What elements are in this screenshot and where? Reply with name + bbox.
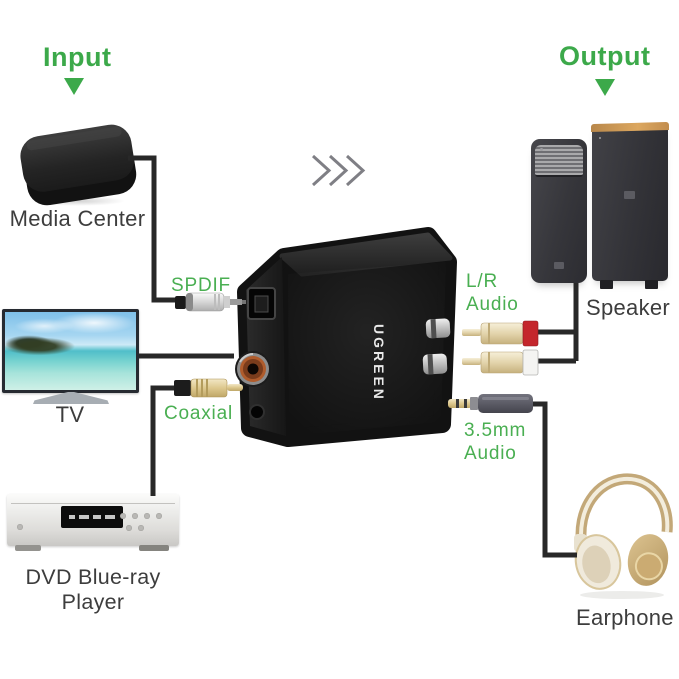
speaker-foot: [645, 280, 658, 289]
cable-rca-to-speaker: [538, 283, 579, 364]
lr-audio-line1: L/R: [466, 271, 498, 292]
optical-port: [247, 287, 276, 320]
media-center-device: [20, 124, 137, 206]
converter-brand-text: UGREEN: [371, 324, 387, 402]
dvd-player-device: [7, 494, 179, 551]
35mm-audio-line1: 3.5mm: [464, 420, 527, 441]
spdif-label: SPDIF: [171, 275, 231, 296]
dvd-display: [61, 506, 123, 528]
cable-coaxial-to-dvd: [150, 385, 176, 496]
media-center-shadow: [30, 196, 125, 206]
rca-output-socket: [422, 353, 448, 375]
cable-35mm-to-earphone: [531, 401, 577, 558]
speaker-foot: [600, 280, 613, 289]
dvd-button: [144, 513, 150, 519]
media-center-label: Media Center: [9, 206, 146, 231]
converter-front-face: [288, 262, 446, 436]
dvd-eject-button: [17, 524, 23, 530]
coaxial-port: [235, 351, 271, 387]
dvd-button: [156, 513, 162, 519]
speaker-grille: [535, 145, 583, 177]
cable-media-center-to-spdif: [128, 155, 176, 303]
input-heading: Input: [43, 42, 112, 72]
input-arrow-icon: [64, 78, 84, 95]
coaxial-plug: [174, 378, 243, 398]
lr-audio-label: L/R Audio: [466, 270, 519, 316]
output-arrow-icon: [595, 79, 615, 96]
dvd-button: [126, 525, 132, 531]
earphone-shadow: [580, 591, 664, 599]
dvd-player-label: DVD Blue-ray Player: [25, 565, 161, 614]
tv-screen-image: [5, 312, 136, 390]
aux-35mm-plug: [448, 394, 533, 413]
35mm-audio-label: 3.5mm Audio: [464, 419, 526, 465]
speaker-logo: [554, 262, 564, 269]
tv-label: TV: [55, 402, 85, 427]
dvd-button: [120, 513, 126, 519]
35mm-audio-line2: Audio: [464, 443, 517, 464]
tv-device: [2, 309, 139, 393]
lr-audio-line2: Audio: [466, 294, 519, 315]
output-heading: Output: [559, 41, 651, 71]
speaker-right-tower: [591, 121, 669, 289]
speaker-logo: [624, 191, 635, 199]
rca-plug-red: [462, 320, 539, 347]
dvd-button: [138, 525, 144, 531]
dvd-tray-line: [11, 503, 175, 504]
tv-stand: [33, 392, 109, 404]
speaker-label: Speaker: [586, 295, 671, 320]
rca-output-socket: [425, 318, 451, 339]
dvd-foot: [139, 545, 169, 551]
dvd-foot: [15, 545, 41, 551]
earphone-device: [574, 473, 673, 599]
aux-port: [249, 404, 265, 420]
converter-top-face: [279, 232, 453, 277]
spdif-optical-plug: [175, 292, 246, 312]
dac-converter-device: UGREEN: [235, 227, 457, 447]
speaker-left-tower: [531, 139, 587, 283]
rca-plug-white: [462, 349, 539, 376]
coaxial-label: Coaxial: [164, 403, 233, 424]
flow-chevrons-icon: [311, 154, 366, 187]
dvd-button: [132, 513, 138, 519]
earphone-label: Earphone: [576, 605, 674, 630]
